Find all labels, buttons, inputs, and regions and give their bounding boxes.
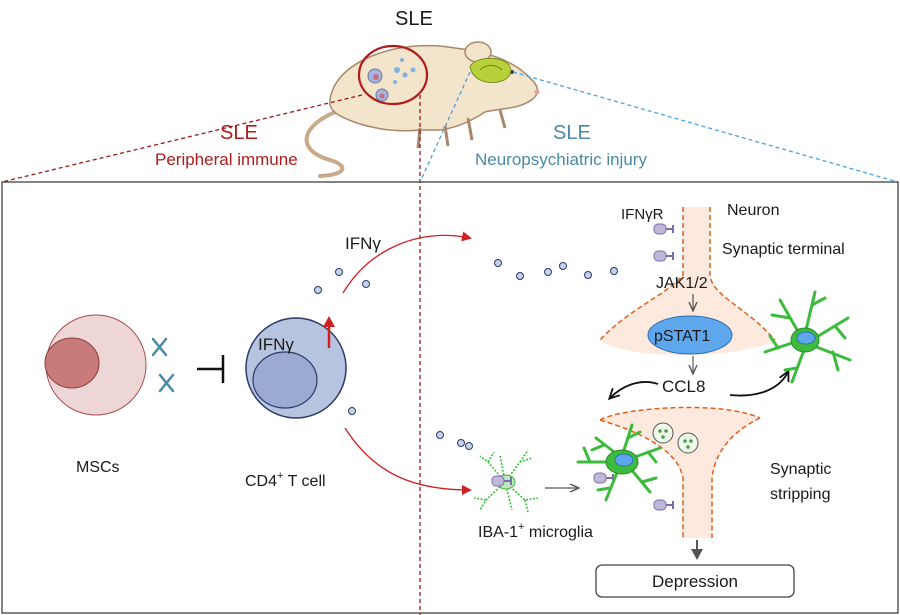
microglia-label: IBA-1+ microglia (478, 521, 593, 541)
msc-label: MSCs (76, 459, 120, 476)
left-section-subtitle: Peripheral immune (155, 150, 298, 169)
depression-box (595, 564, 795, 598)
tcell-cytokine-label: IFNγ (258, 335, 294, 354)
msc-cell (44, 314, 147, 416)
msc-secreted-factors (151, 337, 175, 393)
ifng-molecules (314, 259, 618, 450)
neuron-postsynaptic (599, 406, 761, 538)
activated-microglia-icon (763, 290, 852, 384)
ccl8-to-microglia-arrow (729, 372, 788, 397)
depression-label: Depression (652, 572, 738, 591)
right-section-title: SLE (553, 122, 591, 144)
pstat1-node (647, 315, 733, 355)
synaptic-stripping-label-line2: stripping (770, 486, 830, 503)
cd4-t-cell (245, 317, 347, 419)
receptor-label: IFNγR (621, 206, 664, 223)
ifng-to-neuron-arrow (342, 231, 472, 294)
ccl8-label: CCL8 (662, 377, 705, 396)
synaptic-stripping-label-line1: Synaptic (770, 461, 831, 478)
ifngr-receptor-icon (653, 250, 674, 262)
tcell-label: CD4+ T cell (245, 470, 326, 490)
upregulation-arrow (323, 316, 335, 348)
synaptic-terminal-label: Synaptic terminal (722, 241, 845, 258)
ccl8-to-left-arrow (610, 381, 659, 398)
header-title: SLE (395, 8, 433, 30)
inhibition-symbol (197, 355, 225, 383)
neuron-presynaptic (599, 207, 776, 355)
neuron-label: Neuron (727, 202, 779, 219)
activated-microglia-icon (576, 423, 662, 502)
left-section-title: SLE (220, 122, 258, 144)
ifngr-receptor-icon (593, 472, 614, 484)
right-section-subtitle: Neuropsychiatric injury (475, 150, 647, 169)
pstat1-label: pSTAT1 (654, 328, 710, 345)
mouse-illustration (304, 41, 540, 178)
synaptic-vesicles (652, 422, 699, 454)
ifngr-receptor-icon (653, 223, 674, 235)
ifng-to-microglia-arrow (344, 427, 472, 495)
ifngr-receptor-icon (653, 499, 674, 511)
kinase-label: JAK1/2 (656, 275, 708, 292)
secreted-ifng-label: IFNγ (345, 234, 381, 253)
main-panel-frame (1, 181, 899, 614)
